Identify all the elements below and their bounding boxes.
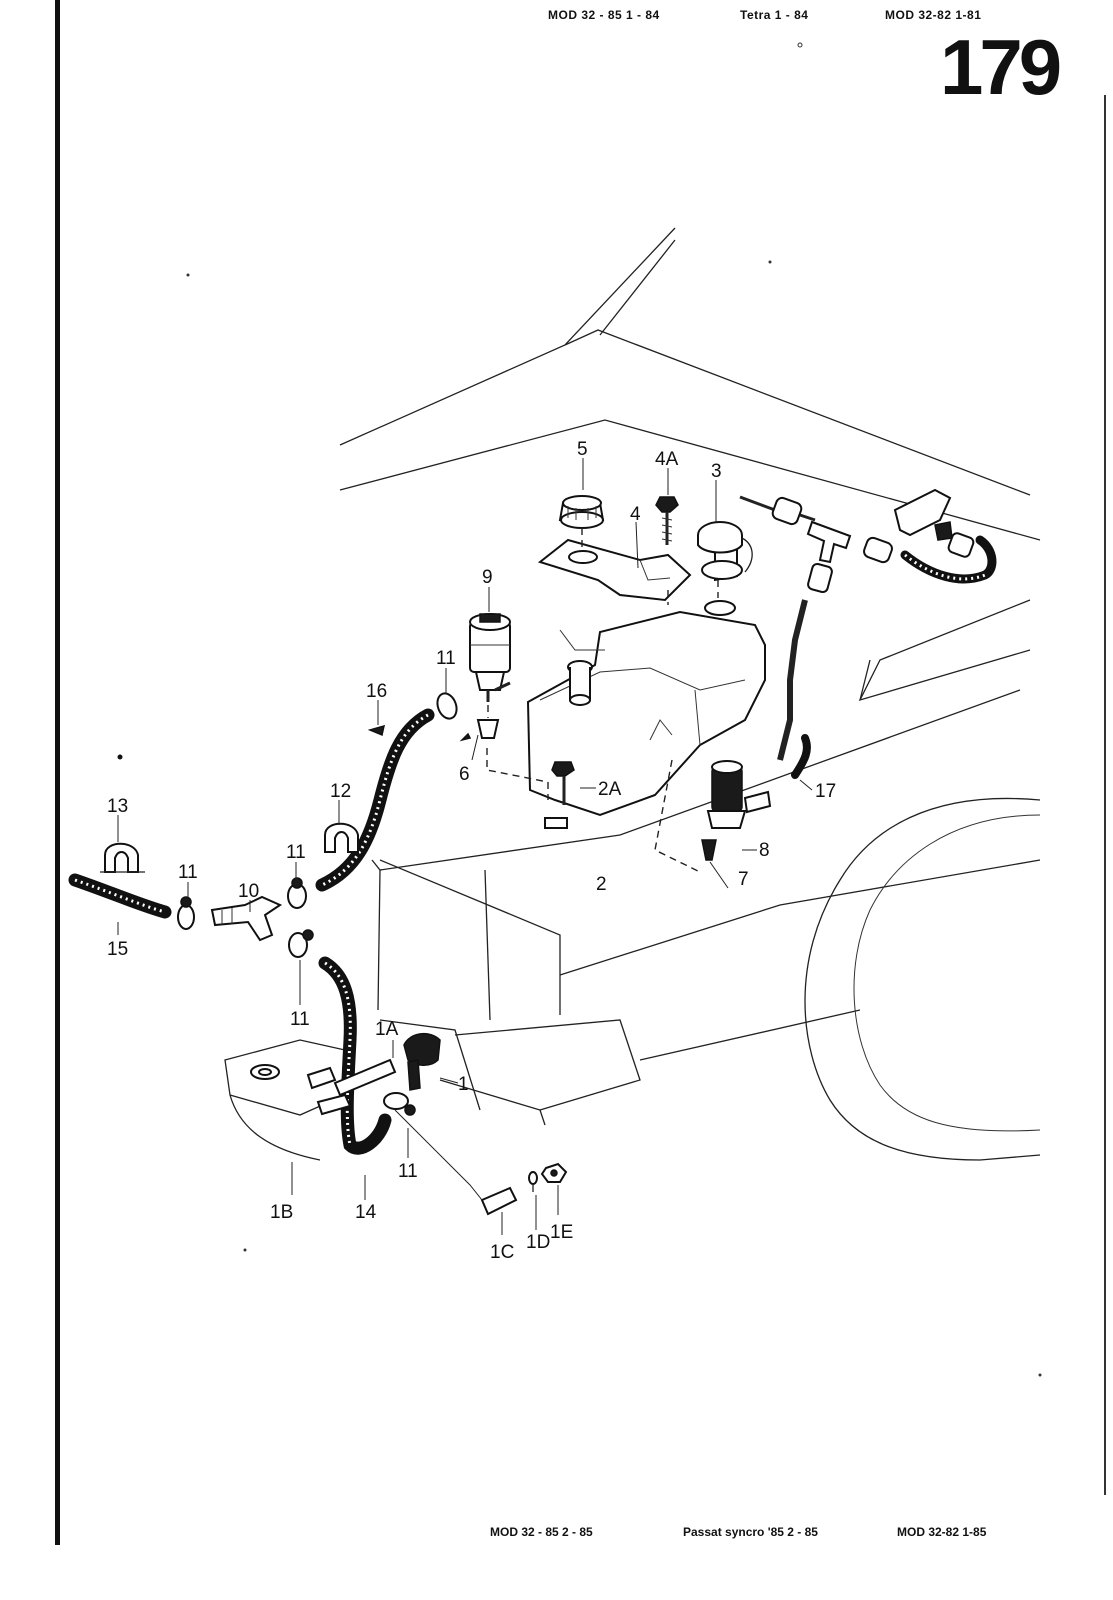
callout-labels: 1 1A 1B 1C 1D 1E 2 2A 3 4 4A 5 6 7 8 9 1… [107, 439, 836, 1263]
clip-16 [367, 724, 386, 737]
header-model-left: MOD 32 - 85 1 - 84 [548, 8, 660, 22]
callout-4: 4 [630, 504, 641, 525]
callout-10: 10 [238, 881, 259, 902]
callout-13: 13 [107, 796, 128, 817]
callout-15: 15 [107, 939, 128, 960]
binding-margin-line [55, 0, 60, 1545]
rear-washer-hoses [739, 488, 997, 779]
t-piece-10 [210, 895, 283, 942]
callout-1E: 1E [550, 1222, 573, 1243]
washer-pump-9 [469, 613, 511, 702]
callout-14: 14 [355, 1202, 377, 1223]
headlight-nozzle-parts [306, 1033, 568, 1216]
callout-1B: 1B [270, 1202, 293, 1223]
callout-4A: 4A [655, 449, 679, 470]
clip-13 [100, 842, 145, 873]
footer-model-middle: Passat syncro '85 2 - 85 [683, 1525, 818, 1539]
grommet-6 [459, 719, 500, 742]
washer-hose-lines [68, 708, 435, 1155]
bolt-4A [655, 496, 679, 545]
callout-11-c: 11 [286, 842, 306, 863]
callout-11-e: 11 [398, 1161, 418, 1182]
callout-12: 12 [330, 781, 351, 802]
callout-1D: 1D [526, 1232, 550, 1253]
strainer-3 [697, 521, 753, 580]
callout-9: 9 [482, 567, 493, 588]
callout-1C: 1C [490, 1242, 514, 1263]
callout-2: 2 [596, 874, 607, 895]
footer-model-left: MOD 32 - 85 2 - 85 [490, 1525, 593, 1539]
callout-6: 6 [459, 764, 470, 785]
screw-2A [551, 761, 575, 805]
callout-1A: 1A [375, 1019, 399, 1040]
reservoir-bracket-4 [537, 538, 692, 602]
washer-pump-8 [701, 760, 772, 861]
page-number: 179 [940, 23, 1062, 111]
header-model-right: MOD 32-82 1-81 [885, 8, 982, 22]
hose-clamps-11 [177, 692, 458, 1116]
callout-7: 7 [738, 869, 749, 890]
right-margin-line [1104, 95, 1106, 1495]
assembly-guide-lines [394, 528, 719, 1201]
footer-model-right: MOD 32-82 1-85 [897, 1525, 987, 1539]
callout-1: 1 [458, 1074, 469, 1095]
callout-2A: 2A [598, 779, 622, 800]
filler-cap-5 [558, 495, 605, 529]
callout-17: 17 [815, 781, 836, 802]
callout-3: 3 [711, 461, 722, 482]
car-body-outline [339, 227, 1041, 1161]
callout-16: 16 [366, 681, 387, 702]
callout-11-b: 11 [178, 862, 198, 883]
callout-11-a: 11 [436, 648, 456, 669]
callout-5: 5 [577, 439, 588, 460]
scan-specks [117, 42, 1042, 1377]
header-model-middle: Tetra 1 - 84 [740, 8, 809, 22]
callout-leader-lines [117, 458, 813, 1235]
callout-11-d: 11 [290, 1009, 310, 1030]
clip-12 [324, 822, 359, 853]
callout-8: 8 [759, 840, 770, 861]
